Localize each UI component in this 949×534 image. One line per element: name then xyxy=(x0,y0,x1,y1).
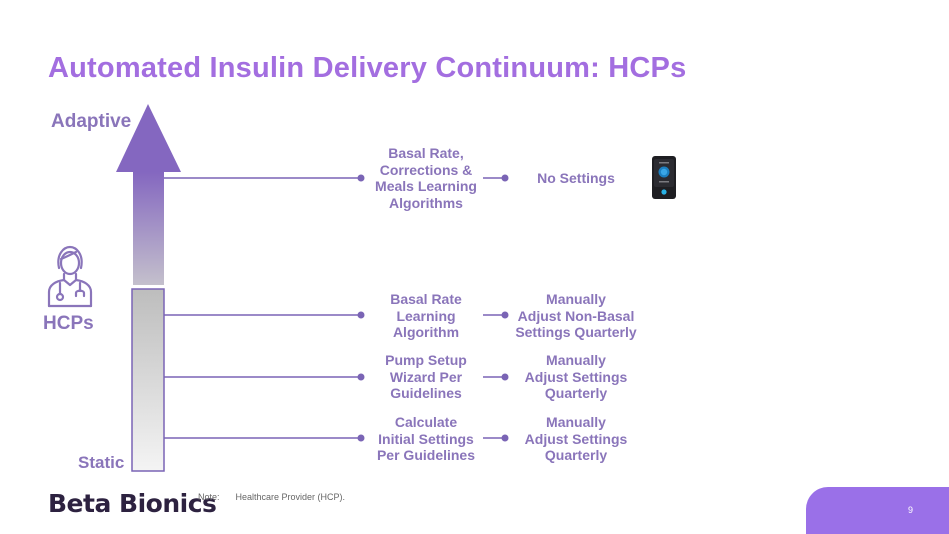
row-3-dot xyxy=(357,373,365,381)
footnote-label: Note: xyxy=(198,492,220,502)
page-number-tab xyxy=(806,487,949,534)
beta-bionics-logo: Beta Bionics xyxy=(48,489,217,518)
row-3-left-text: Pump Setup Wizard Per Guidelines xyxy=(385,352,467,401)
row-1-left-text: Basal Rate, Corrections & Meals Learning… xyxy=(375,145,477,211)
row-1-right-text: No Settings xyxy=(537,170,615,186)
row-2-dot xyxy=(357,311,365,319)
healthcare-provider-icon xyxy=(47,245,93,308)
continuum-bar-static xyxy=(131,288,165,472)
row-3-link-dot xyxy=(501,373,509,381)
continuum-arrow-shaft-adaptive xyxy=(133,172,164,285)
ilet-device-icon xyxy=(652,156,676,199)
row-2-left-text: Basal Rate Learning Algorithm xyxy=(390,291,462,340)
axis-label-adaptive: Adaptive xyxy=(51,111,132,132)
row-1-dot xyxy=(357,174,365,182)
row-2-link-dot xyxy=(501,311,509,319)
row-4-right-text: Manually Adjust Settings Quarterly xyxy=(524,414,628,463)
row-3-right-text: Manually Adjust Settings Quarterly xyxy=(524,352,628,401)
hcps-label: HCPs xyxy=(43,313,94,334)
slide-title: Automated Insulin Delivery Continuum: HC… xyxy=(48,52,687,84)
footnote: Note: Healthcare Provider (HCP). xyxy=(198,492,345,502)
continuum-arrow-head xyxy=(116,104,181,172)
page-number: 9 xyxy=(908,505,914,515)
row-4-link-dot xyxy=(501,434,509,442)
axis-label-static: Static xyxy=(78,453,125,472)
row-1-link-dot xyxy=(501,174,509,182)
row-2-right-text: Manually Adjust Non-Basal Settings Quart… xyxy=(515,291,637,340)
footnote-text: Healthcare Provider (HCP). xyxy=(235,492,346,502)
row-4-dot xyxy=(357,434,365,442)
row-4-left-text: Calculate Initial Settings Per Guideline… xyxy=(376,414,476,463)
